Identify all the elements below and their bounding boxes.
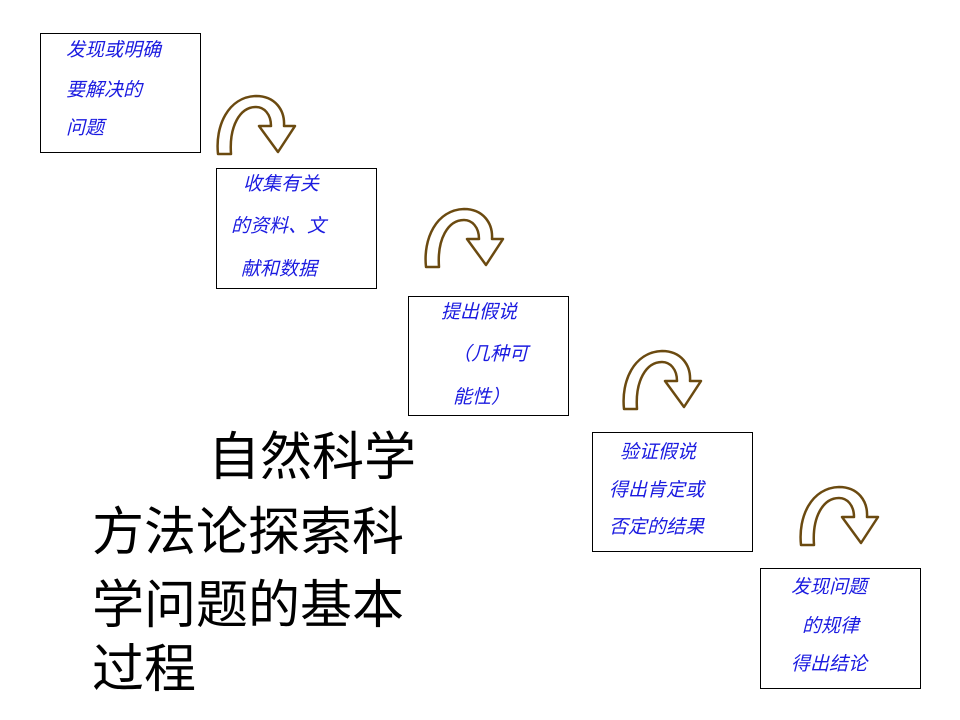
step-4-line-3: 否定的结果 xyxy=(609,516,705,538)
step-1-line-3: 问题 xyxy=(66,117,105,139)
step-3-line-1: 提出假说 xyxy=(441,301,518,323)
step-3-line-2: （几种可 xyxy=(452,343,529,365)
title-line-3: 学问题的基本 xyxy=(92,576,405,636)
step-5-line-1: 发现问题 xyxy=(791,576,868,598)
step-1-line-2: 要解决的 xyxy=(66,79,143,101)
step-5-line-2: 的规律 xyxy=(802,615,860,637)
title-line-4: 过程 xyxy=(92,640,197,700)
curved-arrow-icon xyxy=(622,349,703,411)
step-5-line-3: 得出结论 xyxy=(791,653,868,675)
curved-arrow-icon xyxy=(424,207,505,269)
step-2-line-3: 献和数据 xyxy=(241,258,318,280)
step-4-line-2: 得出肯定或 xyxy=(609,479,705,501)
step-4-line-1: 验证假说 xyxy=(620,441,697,463)
title-line-1: 自然科学 xyxy=(208,428,417,488)
step-box-3 xyxy=(408,296,569,416)
title-line-2: 方法论探索科 xyxy=(92,503,405,563)
step-1-line-1: 发现或明确 xyxy=(66,39,162,61)
curved-arrow-icon xyxy=(799,485,880,547)
step-box-4 xyxy=(592,432,753,552)
step-box-1 xyxy=(40,33,201,153)
step-3-line-3: 能性） xyxy=(453,386,511,408)
curved-arrow-icon xyxy=(216,94,297,156)
step-2-line-1: 收集有关 xyxy=(243,173,320,195)
step-box-2 xyxy=(216,168,377,289)
step-2-line-2: 的资料、文 xyxy=(231,215,327,237)
step-box-5 xyxy=(760,568,921,689)
